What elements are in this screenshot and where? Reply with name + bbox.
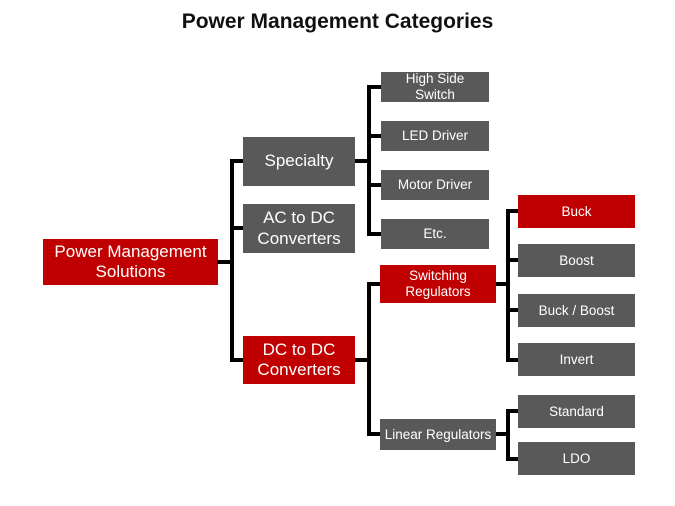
connector-line — [506, 457, 518, 461]
node-dc-to-dc-converters: DC to DC Converters — [243, 336, 355, 384]
connector-line — [230, 159, 234, 362]
connector-line — [355, 159, 371, 163]
connector-line — [230, 226, 243, 230]
connector-line — [355, 358, 371, 362]
node-label: Specialty — [264, 151, 334, 171]
connector-line — [367, 134, 381, 138]
connector-line — [217, 260, 234, 264]
connector-line — [367, 282, 380, 286]
node-label: Switching Regulators — [405, 268, 471, 299]
node-led-driver: LED Driver — [381, 121, 489, 151]
node-etc: Etc. — [381, 219, 489, 249]
connector-line — [496, 282, 510, 286]
node-ac-to-dc-converters: AC to DC Converters — [243, 204, 355, 253]
connector-line — [496, 432, 510, 436]
connector-line — [230, 358, 243, 362]
node-linear-regulators: Linear Regulators — [380, 419, 496, 450]
node-buck: Buck — [518, 195, 635, 228]
node-switching-regulators: Switching Regulators — [380, 265, 496, 303]
connector-line — [506, 209, 510, 362]
node-boost: Boost — [518, 244, 635, 277]
connector-line — [367, 183, 381, 187]
connector-line — [230, 159, 243, 163]
diagram-title: Power Management Categories — [181, 10, 494, 33]
node-high-side-switch: High Side Switch — [381, 71, 489, 102]
node-power-management-solutions: Power Management Solutions — [43, 239, 218, 285]
node-motor-driver: Motor Driver — [381, 170, 489, 200]
node-label: Motor Driver — [397, 177, 473, 193]
node-invert: Invert — [518, 343, 635, 376]
node-label: DC to DC Converters — [257, 339, 341, 379]
connector-line — [506, 358, 518, 362]
node-label: AC to DC Converters — [257, 208, 341, 248]
node-label: LED Driver — [401, 128, 468, 144]
node-label: Etc. — [423, 226, 447, 242]
node-label: Invert — [559, 351, 594, 367]
connector-line — [367, 85, 371, 236]
node-label: LDO — [562, 450, 591, 466]
node-label: Power Management Solutions — [54, 241, 207, 281]
connector-line — [367, 232, 381, 236]
connector-line — [506, 258, 518, 262]
connector-line — [367, 432, 380, 436]
connector-line — [506, 308, 518, 312]
node-buck-boost: Buck / Boost — [518, 294, 635, 327]
connector-line — [506, 409, 518, 413]
connector-line — [506, 409, 510, 461]
node-label: High Side Switch — [405, 71, 465, 102]
node-standard: Standard — [518, 395, 635, 428]
connector-line — [506, 209, 518, 213]
node-label: Buck / Boost — [538, 302, 615, 318]
connector-line — [367, 85, 381, 89]
node-label: Buck — [561, 203, 592, 219]
node-ldo: LDO — [518, 442, 635, 475]
node-specialty: Specialty — [243, 137, 355, 186]
node-label: Linear Regulators — [384, 426, 492, 442]
node-label: Boost — [559, 252, 594, 268]
connector-line — [367, 282, 371, 436]
node-label: Standard — [549, 403, 604, 419]
